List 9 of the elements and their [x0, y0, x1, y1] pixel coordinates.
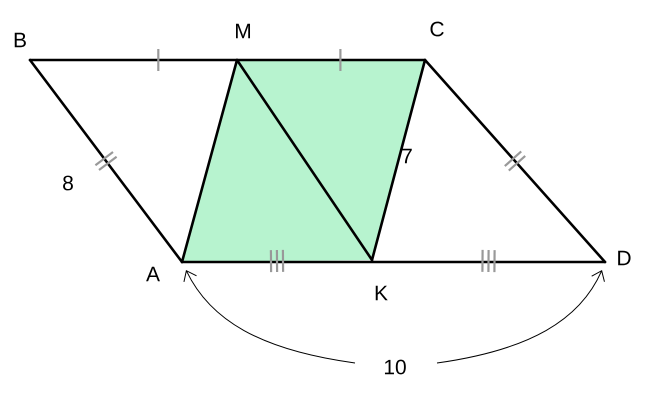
- vertex-label: C: [430, 22, 444, 36]
- vertex-label: K: [376, 286, 388, 300]
- vertex-label: B: [14, 32, 26, 48]
- vertex-label: D: [618, 250, 631, 266]
- length-label: 10: [384, 360, 406, 374]
- vertex-label: A: [146, 266, 160, 282]
- length-label: 7: [402, 148, 412, 164]
- length-label: 8: [63, 176, 73, 190]
- vertex-label: M: [236, 24, 250, 38]
